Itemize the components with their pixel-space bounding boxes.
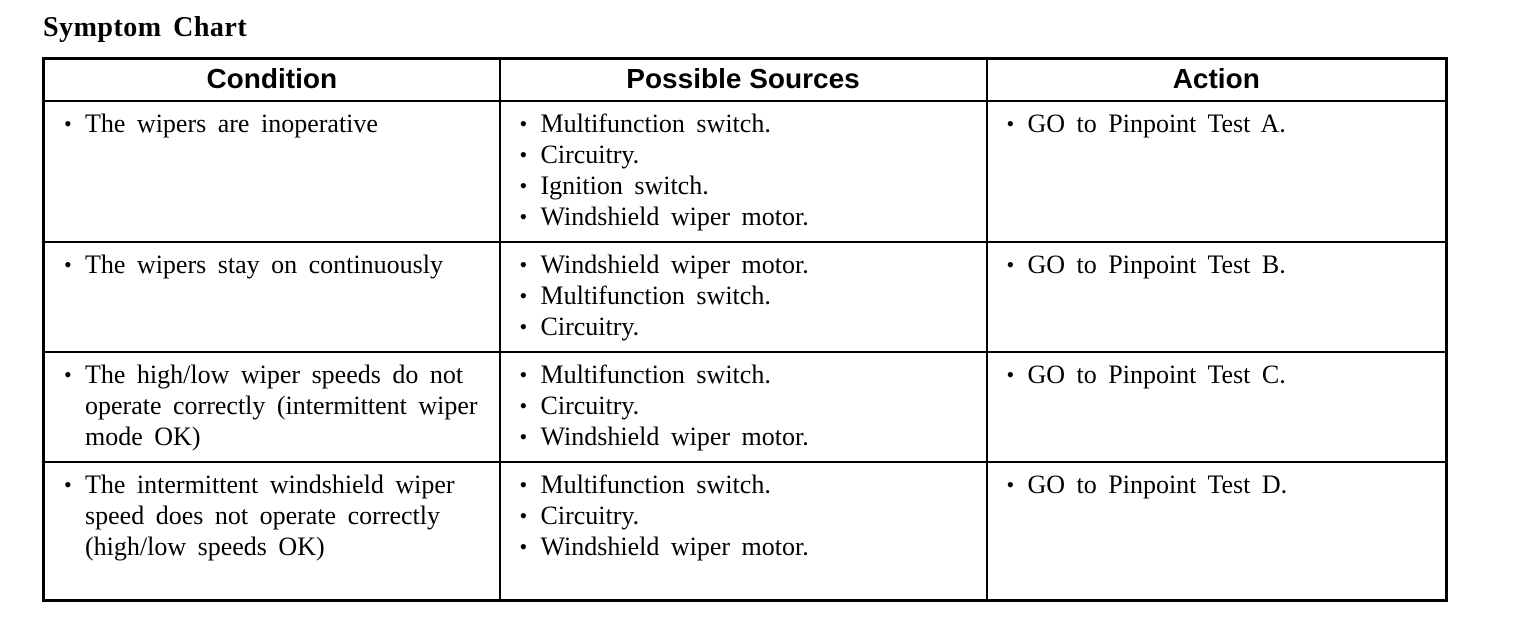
possible-sources-cell: • Multifunction switch. • Circuitry. • W… [498,461,988,602]
list-item: • The intermittent windshield wiper spee… [45,469,495,562]
condition-cell: • The wipers are inoperative [42,100,501,243]
list-item: • Circuitry. [501,500,982,531]
source-text: Multifunction switch. [540,360,771,389]
bullet-icon: • [519,283,528,308]
list-item: • The wipers stay on continuously [45,249,495,280]
column-header-condition: Condition [42,57,501,102]
list-item: • Ignition switch. [501,170,982,201]
table-row: • The high/low wiper speeds do not opera… [42,351,1448,463]
condition-text: The high/low wiper speeds do not operate… [85,360,478,451]
bullet-icon: • [519,472,528,497]
bullet-icon: • [519,362,528,387]
bullet-icon: • [519,424,528,449]
column-header-action: Action [985,57,1448,102]
table-row: • The wipers are inoperative • Multifunc… [42,100,1448,243]
page-title: Symptom Chart [43,12,248,43]
possible-sources-cell: • Multifunction switch. • Circuitry. • W… [498,351,988,463]
bullet-icon: • [519,534,528,559]
list-item: • GO to Pinpoint Test B. [988,249,1442,280]
list-item: • Circuitry. [501,311,982,342]
source-text: Windshield wiper motor. [540,422,809,451]
source-text: Multifunction switch. [540,470,771,499]
bullet-icon: • [519,204,528,229]
symptom-chart-table: Condition Possible Sources Action • The … [42,57,1448,602]
bullet-icon: • [519,111,528,136]
source-text: Windshield wiper motor. [540,202,809,231]
action-text: GO to Pinpoint Test C. [1027,360,1286,389]
bullet-icon: • [519,252,528,277]
action-text: GO to Pinpoint Test D. [1027,470,1288,499]
list-item: • Windshield wiper motor. [501,421,982,452]
bullet-icon: • [519,314,528,339]
action-cell: • GO to Pinpoint Test C. [985,351,1448,463]
action-cell: • GO to Pinpoint Test B. [985,241,1448,353]
source-text: Circuitry. [540,501,640,530]
bullet-icon: • [1006,252,1015,277]
condition-cell: • The high/low wiper speeds do not opera… [42,351,501,463]
source-text: Windshield wiper motor. [540,250,809,279]
table-row: • The intermittent windshield wiper spee… [42,461,1448,602]
list-item: • The high/low wiper speeds do not opera… [45,359,495,452]
list-item: • Circuitry. [501,139,982,170]
action-cell: • GO to Pinpoint Test D. [985,461,1448,602]
bullet-icon: • [1006,362,1015,387]
list-item: • GO to Pinpoint Test D. [988,469,1442,500]
list-item: • Windshield wiper motor. [501,531,982,562]
source-text: Multifunction switch. [540,109,771,138]
list-item: • Circuitry. [501,390,982,421]
source-text: Windshield wiper motor. [540,532,809,561]
source-text: Circuitry. [540,391,640,420]
action-cell: • GO to Pinpoint Test A. [985,100,1448,243]
source-text: Multifunction switch. [540,281,771,310]
list-item: • Multifunction switch. [501,359,982,390]
table-row: • The wipers stay on continuously • Wind… [42,241,1448,353]
source-text: Circuitry. [540,312,640,341]
condition-cell: • The intermittent windshield wiper spee… [42,461,501,602]
list-item: • Multifunction switch. [501,469,982,500]
list-item: • GO to Pinpoint Test C. [988,359,1442,390]
condition-text: The intermittent windshield wiper speed … [85,470,455,561]
bullet-icon: • [64,252,72,277]
action-text: GO to Pinpoint Test B. [1027,250,1286,279]
bullet-icon: • [519,173,528,198]
list-item: • The wipers are inoperative [45,108,495,139]
bullet-icon: • [64,362,72,387]
bullet-icon: • [64,472,72,497]
bullet-icon: • [64,111,72,136]
list-item: • GO to Pinpoint Test A. [988,108,1442,139]
list-item: • Windshield wiper motor. [501,249,982,280]
condition-cell: • The wipers stay on continuously [42,241,501,353]
possible-sources-cell: • Windshield wiper motor. • Multifunctio… [498,241,988,353]
source-text: Ignition switch. [540,171,709,200]
bullet-icon: • [1006,111,1015,136]
column-header-possible-sources: Possible Sources [498,57,988,102]
action-text: GO to Pinpoint Test A. [1027,109,1286,138]
list-item: • Windshield wiper motor. [501,201,982,232]
list-item: • Multifunction switch. [501,108,982,139]
source-text: Circuitry. [540,140,640,169]
bullet-icon: • [519,142,528,167]
list-item: • Multifunction switch. [501,280,982,311]
bullet-icon: • [519,393,528,418]
possible-sources-cell: • Multifunction switch. • Circuitry. • I… [498,100,988,243]
bullet-icon: • [1006,472,1015,497]
header-row: Condition Possible Sources Action [42,57,1448,102]
condition-text: The wipers are inoperative [85,109,378,138]
bullet-icon: • [519,503,528,528]
condition-text: The wipers stay on continuously [85,250,443,279]
